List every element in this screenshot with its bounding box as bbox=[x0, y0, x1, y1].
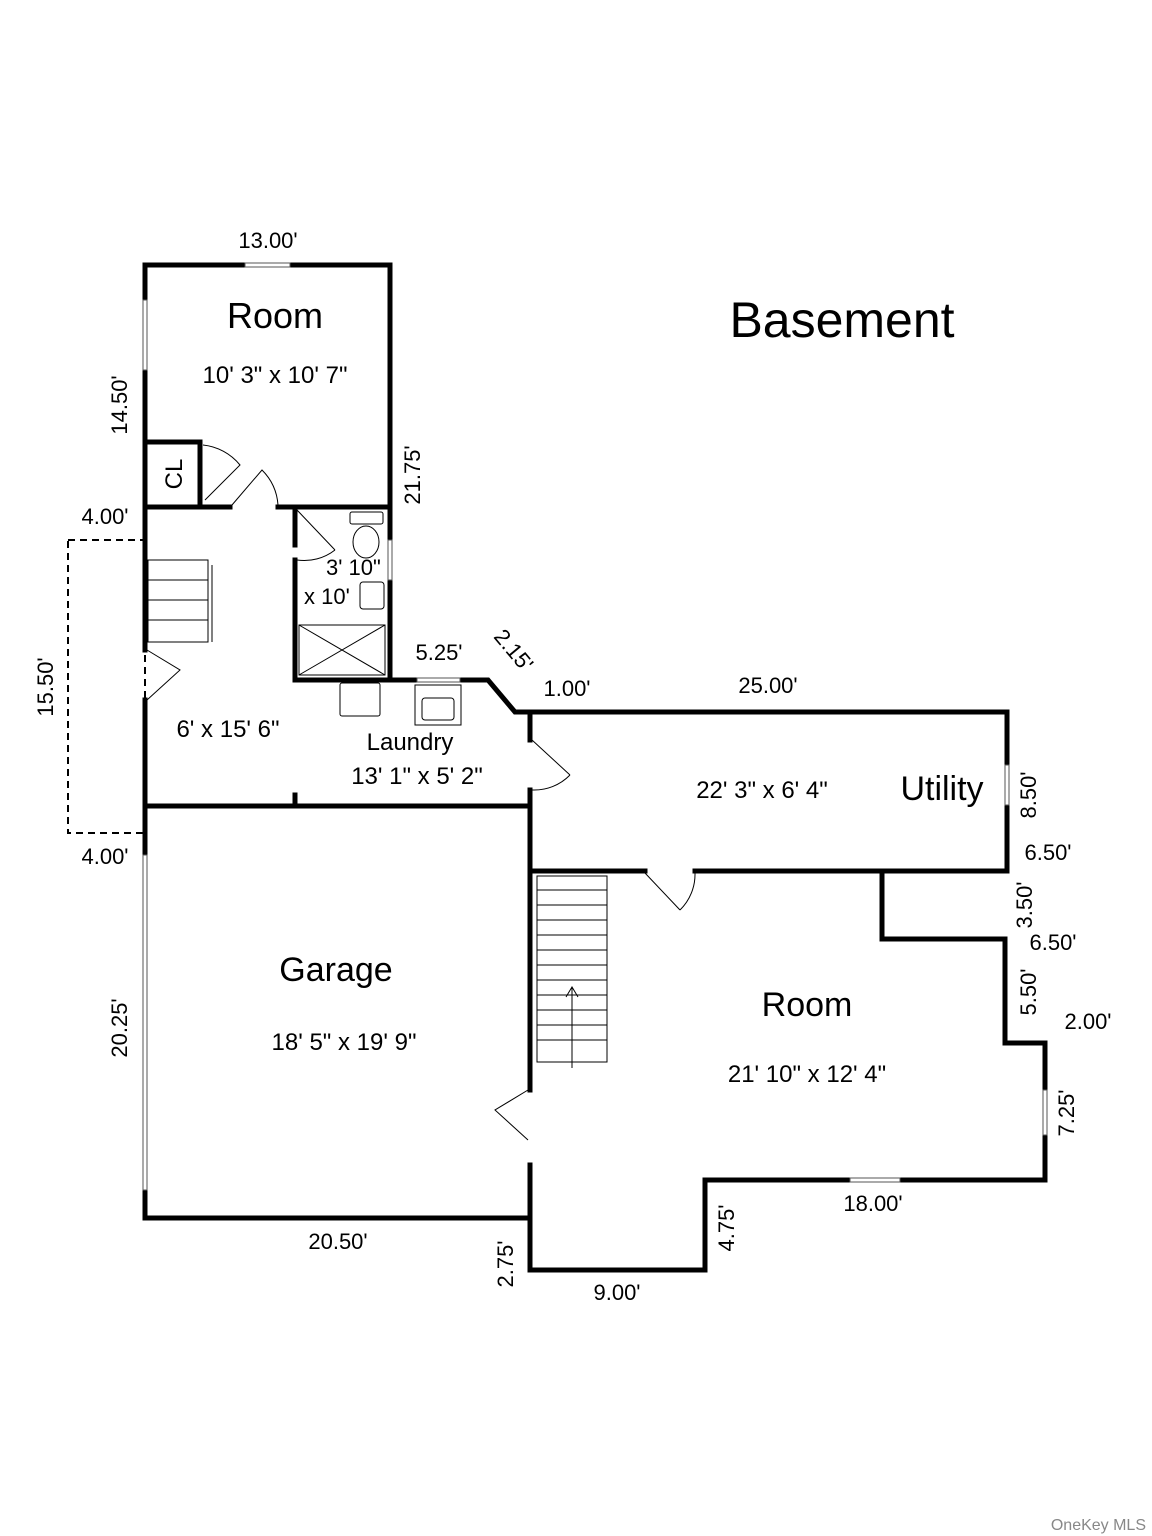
dim-diag: 2.15' bbox=[489, 624, 538, 676]
walls bbox=[142, 262, 1048, 1273]
dim-utility-right: 8.50' bbox=[1016, 771, 1041, 818]
dim-right-bottom: 7.25' bbox=[1054, 1089, 1079, 1136]
dim-laundry-top: 5.25' bbox=[415, 640, 462, 665]
dim-top: 13.00' bbox=[238, 228, 297, 253]
dim-right-top: 21.75' bbox=[400, 445, 425, 504]
plan-title: Basement bbox=[729, 292, 954, 348]
dim-garage-bottom: 20.50' bbox=[308, 1229, 367, 1254]
dim-ext-top: 4.00' bbox=[81, 504, 128, 529]
dashed-extension bbox=[67, 539, 146, 834]
dim-bottom-step: 2.75' bbox=[493, 1240, 518, 1287]
dim-left-top: 14.50' bbox=[107, 375, 132, 434]
utility-name: Utility bbox=[900, 770, 983, 808]
room-bottom-size: 21' 10" x 12' 4" bbox=[728, 1061, 886, 1088]
dim-right-step: 2.00' bbox=[1064, 1009, 1111, 1034]
dim-right-mid: 5.50' bbox=[1016, 968, 1041, 1015]
laundry-name: Laundry bbox=[367, 729, 454, 756]
stairs-right bbox=[536, 875, 608, 1068]
dim-notch-bottom: 6.50' bbox=[1029, 930, 1076, 955]
room-bottom-name: Room bbox=[762, 986, 853, 1024]
dim-utility-top: 25.00' bbox=[738, 673, 797, 698]
garage-name: Garage bbox=[279, 951, 392, 989]
hall-size: 6' x 15' 6" bbox=[176, 716, 279, 743]
closet-label: CL bbox=[161, 459, 188, 490]
fixtures bbox=[298, 511, 462, 726]
dim-ext-side: 15.50' bbox=[33, 657, 58, 716]
laundry-size: 13' 1" x 5' 2" bbox=[351, 763, 483, 790]
dim-notch-top: 6.50' bbox=[1024, 840, 1071, 865]
dim-ext-bottom: 4.00' bbox=[81, 844, 128, 869]
dimension-labels: 13.00' 14.50' 21.75' 4.00' 15.50' 4.00' … bbox=[33, 228, 1112, 1305]
dim-notch-side: 3.50' bbox=[1012, 881, 1037, 928]
stairs-left bbox=[147, 559, 213, 643]
dim-room-inset: 4.75' bbox=[714, 1204, 739, 1251]
dim-room-bottom: 18.00' bbox=[843, 1191, 902, 1216]
utility-size: 22' 3" x 6' 4" bbox=[696, 777, 828, 804]
bath-size-2: x 10' bbox=[304, 584, 350, 609]
dim-bottom-left: 9.00' bbox=[593, 1280, 640, 1305]
dim-step: 1.00' bbox=[543, 676, 590, 701]
room-top-name: Room bbox=[227, 295, 323, 336]
dim-garage-left: 20.25' bbox=[107, 998, 132, 1057]
windows bbox=[142, 262, 1048, 1191]
doors bbox=[146, 444, 696, 1141]
room-top-size: 10' 3" x 10' 7" bbox=[203, 362, 348, 389]
bath-size-1: 3' 10" bbox=[326, 555, 381, 580]
watermark: OneKey MLS bbox=[1051, 1517, 1146, 1534]
garage-size: 18' 5" x 19' 9" bbox=[272, 1029, 417, 1056]
